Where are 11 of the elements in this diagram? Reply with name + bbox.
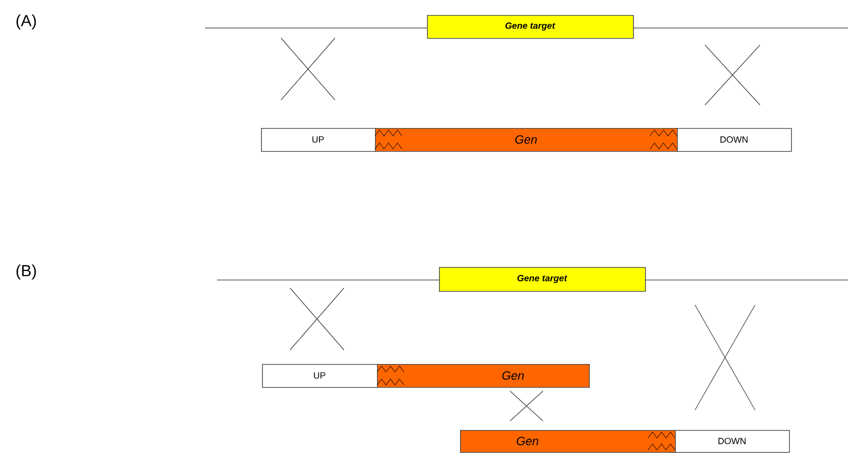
- gene-target-box: Gene target: [439, 267, 646, 292]
- flank-box: DOWN: [675, 430, 790, 453]
- gene-box: Gen: [374, 128, 678, 152]
- flank-box: DOWN: [677, 128, 792, 152]
- flank-box: UP: [262, 364, 378, 388]
- gene-box: Gen: [376, 364, 590, 388]
- flank-box: UP: [261, 128, 376, 152]
- gene-box: Gen: [460, 430, 676, 453]
- panel-label: (A): [16, 14, 36, 30]
- gene-target-box: Gene target: [427, 15, 634, 39]
- panel-label: (B): [16, 264, 36, 280]
